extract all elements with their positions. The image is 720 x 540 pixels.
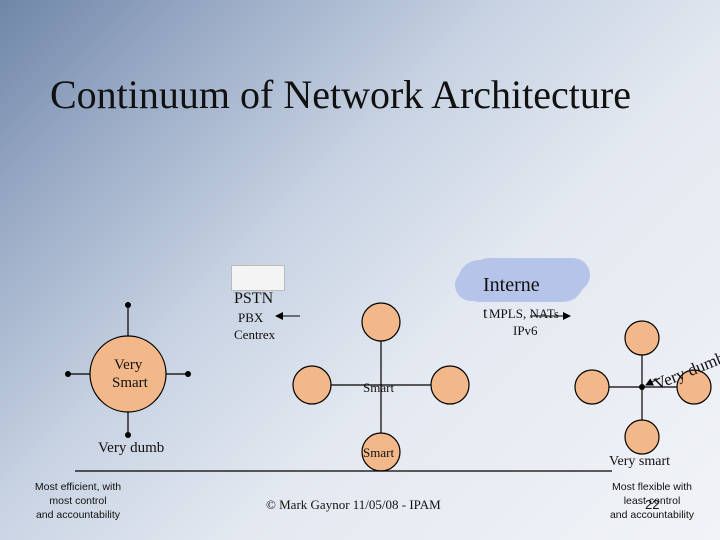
middle-star: [292, 302, 470, 472]
centrex-label: Centrex: [234, 327, 276, 342]
very-dumb-label: Very dumb: [98, 440, 165, 456]
smart-label: Smart: [112, 375, 148, 391]
middle-right-node: [430, 365, 470, 405]
right-note: Most flexible with least control and acc…: [597, 480, 707, 522]
right-note-line-1: Most flexible with: [612, 481, 692, 493]
very-smart-node: [89, 335, 167, 413]
broken-image-placeholder: [231, 265, 285, 291]
left-note: Most efficient, with most control and ac…: [26, 480, 130, 522]
right-star: [574, 320, 712, 455]
smart-lower-label: Smart: [363, 445, 395, 460]
slide-title: Continuum of Network Architecture: [50, 72, 631, 117]
mpls-nats-label: MPLS, NATs: [489, 306, 559, 321]
left-note-line-3: and accountability: [35, 509, 121, 521]
very-label: Very: [114, 357, 143, 373]
footer-copyright: © Mark Gaynor 11/05/08 - IPAM: [266, 497, 441, 512]
pbx-label: PBX: [238, 310, 264, 325]
right-note-line-2: least control: [623, 495, 681, 507]
right-top-node: [624, 320, 660, 356]
pstn-label: PSTN: [234, 290, 274, 307]
internet-cloud: [458, 260, 584, 302]
ipv6-label: IPv6: [513, 323, 538, 338]
internet-label-t: t: [483, 305, 488, 322]
middle-left-node: [292, 365, 332, 405]
page-number: 22: [645, 497, 660, 512]
left-star: [65, 302, 191, 438]
right-note-line-3: and accountability: [609, 509, 695, 521]
very-smart-label: Very smart: [609, 454, 671, 469]
right-right-node: [676, 369, 712, 405]
left-note-line-1: Most efficient, with: [34, 481, 122, 493]
right-bottom-node: [624, 419, 660, 455]
internet-label: Interne: [483, 274, 540, 296]
middle-top-node: [361, 302, 401, 342]
right-left-node: [574, 369, 610, 405]
smart-upper-label: Smart: [363, 380, 395, 395]
left-note-line-2: most control: [49, 495, 107, 507]
